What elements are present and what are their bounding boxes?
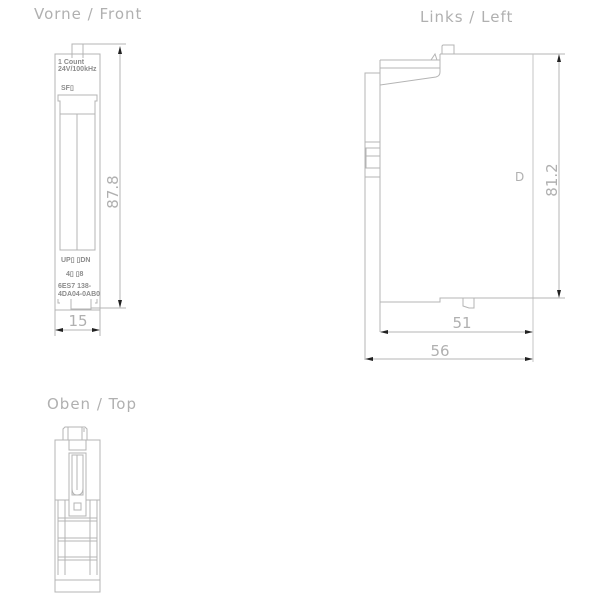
top-view-title: Oben / Top bbox=[47, 395, 137, 413]
front-bottom-tab-left bbox=[57, 299, 60, 304]
front-bottom-tab-right bbox=[95, 299, 98, 304]
arrow-left-icon bbox=[55, 328, 63, 332]
top-slot-outer bbox=[68, 452, 87, 517]
front-terminal-cap bbox=[57, 94, 98, 115]
arrow-right-icon bbox=[92, 328, 100, 332]
arrow-left-icon bbox=[365, 357, 373, 361]
top-grid-rows bbox=[58, 520, 97, 561]
top-slot-square bbox=[73, 502, 82, 511]
top-neck bbox=[68, 439, 87, 451]
front-view: Vorne / Front 1 Count 24V/100kHz SF▯ UP▯… bbox=[34, 5, 142, 336]
top-view: Oben / Top bbox=[47, 395, 137, 593]
dim-height-label: 87.8 bbox=[104, 175, 122, 208]
front-label-order2: 4DA04-0AB0 bbox=[58, 291, 100, 298]
front-label-count: 1 Count bbox=[58, 59, 85, 66]
rail-notch-box bbox=[365, 155, 381, 169]
arrow-up-icon bbox=[557, 54, 561, 62]
top-connector bbox=[62, 426, 88, 440]
front-top-latch bbox=[71, 43, 84, 58]
front-label-channels: 4▯ ▯8 bbox=[66, 271, 84, 278]
left-view-title: Links / Left bbox=[420, 8, 513, 26]
top-slot-hook bbox=[71, 487, 84, 496]
dim-width-label: 15 bbox=[68, 312, 87, 330]
left-view: Links / Left D 81.2 51 bbox=[364, 8, 565, 362]
arrow-left-icon bbox=[380, 330, 388, 334]
front-body-outline bbox=[54, 53, 101, 311]
arrow-right-icon bbox=[525, 357, 533, 361]
arrow-down-icon bbox=[118, 300, 122, 308]
left-outer-rail bbox=[364, 72, 380, 360]
dim-depth-inner-label: 51 bbox=[452, 314, 471, 332]
front-label-voltage: 24V/100kHz bbox=[58, 66, 97, 73]
rail-notch-box bbox=[365, 147, 381, 157]
left-bottom-foot bbox=[462, 298, 475, 309]
left-slope bbox=[379, 54, 441, 86]
dim-depth-total-label: 56 bbox=[430, 342, 449, 360]
front-bottom-foot bbox=[70, 299, 92, 310]
arrow-down-icon bbox=[557, 290, 561, 298]
arrow-right-icon bbox=[525, 330, 533, 334]
left-small-latch bbox=[430, 52, 438, 61]
front-view-title: Vorne / Front bbox=[34, 5, 142, 23]
left-marker-d: D bbox=[515, 170, 524, 184]
left-top-tab bbox=[441, 44, 455, 54]
front-label-sf: SF▯ bbox=[61, 85, 74, 92]
arrow-up-icon bbox=[118, 46, 122, 54]
left-bottom-edge bbox=[380, 297, 565, 303]
front-label-order1: 6ES7 138- bbox=[58, 283, 92, 290]
front-label-updn: UP▯ ▯DN bbox=[61, 257, 90, 264]
dim-left-height-label: 81.2 bbox=[543, 163, 561, 196]
